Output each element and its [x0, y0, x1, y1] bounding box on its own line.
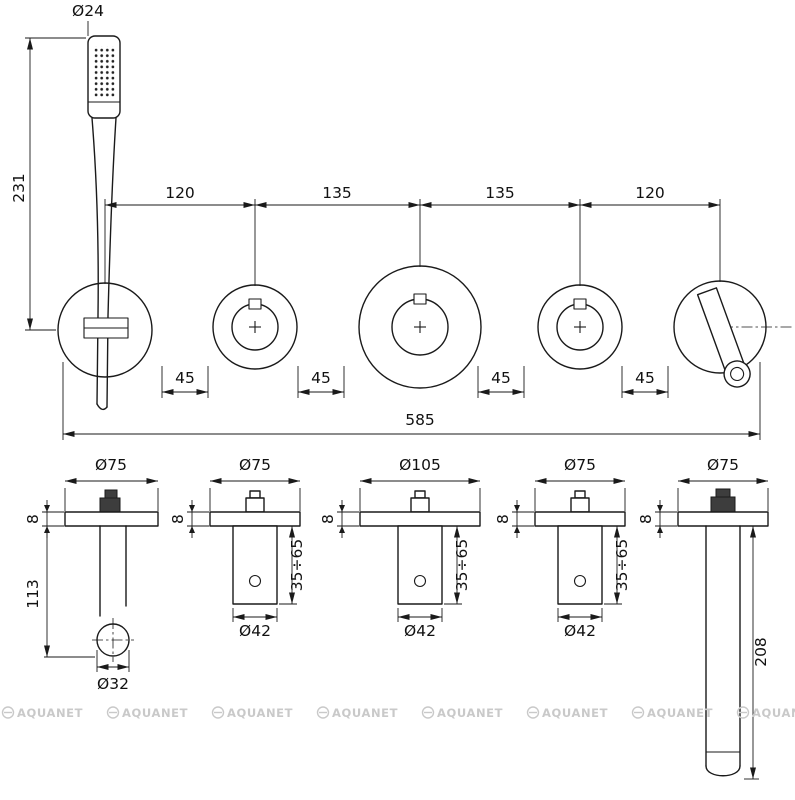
watermark-icon — [211, 706, 225, 719]
hand-shower-spray-face — [93, 46, 115, 98]
handle-stem — [414, 490, 426, 499]
watermark-icon — [106, 706, 120, 719]
dim-label-overall-width: 585 — [405, 411, 435, 429]
dim-label-handshower-height: 231 — [10, 173, 28, 203]
watermark-text: AQUANET — [332, 706, 398, 720]
side-view-valve-1: Ø75 8 35÷65 Ø42 — [169, 456, 306, 640]
side-view-valve-2: Ø75 8 35÷65 Ø42 — [494, 456, 631, 640]
dim-label-spacing-2: 135 — [322, 184, 352, 202]
dim-label-offset-1: 45 — [175, 369, 195, 387]
escutcheon-central — [358, 265, 482, 389]
watermark-text: AQUANET — [17, 706, 83, 720]
watermark: AQUANET — [211, 706, 293, 720]
escutcheon-handshower — [57, 282, 153, 378]
dim-label-body-b: Ø42 — [239, 622, 271, 640]
dim-label-handshower-diameter: Ø24 — [72, 2, 104, 20]
dim-label-body-d: Ø42 — [564, 622, 596, 640]
watermark: AQUANET — [1, 706, 83, 720]
watermark-text: AQUANET — [122, 706, 188, 720]
handle-notch — [573, 298, 587, 310]
watermark: AQUANET — [526, 706, 608, 720]
dim-label-depth-d: 35÷65 — [613, 539, 631, 591]
wall-plate-side — [534, 511, 626, 527]
dim-label-thickness-e: 8 — [637, 514, 655, 524]
escutcheon-handle-left — [212, 284, 298, 370]
dim-label-outlet-diameter: Ø32 — [97, 675, 129, 693]
dim-label-offset-2: 45 — [311, 369, 331, 387]
watermark-row: AQUANET AQUANET AQUANET AQUANET AQUANET … — [1, 706, 795, 720]
dim-label-thickness-b: 8 — [169, 514, 187, 524]
watermark-icon — [1, 706, 15, 719]
dim-handshower-height: 231 — [10, 37, 86, 331]
dim-offsets: 45 45 45 45 — [161, 366, 669, 398]
watermark-text: AQUANET — [437, 706, 503, 720]
wall-plate-side — [677, 511, 769, 527]
dim-label-plate-e: Ø75 — [707, 456, 739, 474]
escutcheon-handle-right — [537, 284, 623, 370]
side-view-valve-central: Ø105 8 35÷65 Ø42 — [319, 456, 481, 640]
diverter-knob — [715, 488, 731, 498]
side-view-spout: Ø75 8 208 — [637, 456, 770, 780]
dim-label-plate-c: Ø105 — [399, 456, 441, 474]
dim-label-plate-d: Ø75 — [564, 456, 596, 474]
watermark-icon — [736, 706, 750, 719]
dim-overall-width: 585 — [62, 362, 761, 440]
wall-plate-side — [64, 511, 159, 527]
dim-label-spout-length: 208 — [752, 637, 770, 667]
spout-front — [696, 287, 751, 388]
valve-body — [557, 525, 603, 605]
valve-body — [397, 525, 443, 605]
dim-label-thickness-d: 8 — [494, 514, 512, 524]
dim-label-depth-c: 35÷65 — [453, 539, 471, 591]
dim-label-projection: 113 — [24, 579, 42, 609]
watermark-icon — [526, 706, 540, 719]
holder-knob-side — [99, 497, 121, 513]
handle-notch — [413, 293, 427, 305]
watermark-text: AQUANET — [752, 706, 795, 720]
handle-notch — [248, 298, 262, 310]
front-view: Ø24 231 120 135 135 120 — [10, 2, 792, 440]
wall-plate-side — [359, 511, 481, 527]
handle-stem — [574, 490, 586, 499]
watermark: AQUANET — [736, 706, 795, 720]
side-view-handshower-outlet: Ø75 8 113 Ø32 — [24, 456, 159, 693]
watermark: AQUANET — [106, 706, 188, 720]
watermark-text: AQUANET — [542, 706, 608, 720]
dim-label-offset-3: 45 — [491, 369, 511, 387]
dim-label-spacing-4: 120 — [635, 184, 665, 202]
dim-label-spacing-3: 135 — [485, 184, 515, 202]
dim-label-spacing-1: 120 — [165, 184, 195, 202]
watermark-text: AQUANET — [227, 706, 293, 720]
watermark: AQUANET — [421, 706, 503, 720]
spout-body-side — [705, 525, 741, 777]
watermark: AQUANET — [631, 706, 713, 720]
wall-plate-side — [209, 511, 301, 527]
dim-label-plate-b: Ø75 — [239, 456, 271, 474]
hand-shower-handle — [91, 117, 99, 405]
watermark-text: AQUANET — [647, 706, 713, 720]
dim-spacing-chain: 120 135 135 120 — [104, 184, 721, 286]
dim-label-depth-b: 35÷65 — [288, 539, 306, 591]
dim-label-thickness-c: 8 — [319, 514, 337, 524]
dim-label-body-c: Ø42 — [404, 622, 436, 640]
watermark: AQUANET — [316, 706, 398, 720]
hand-shower — [87, 35, 121, 411]
dim-label-plate-a: Ø75 — [95, 456, 127, 474]
watermark-icon — [316, 706, 330, 719]
dim-label-thickness-a: 8 — [24, 514, 42, 524]
handle-stem — [249, 490, 261, 499]
dim-label-offset-4: 45 — [635, 369, 655, 387]
watermark-icon — [631, 706, 645, 719]
escutcheon-spout — [673, 280, 792, 388]
watermark-icon — [421, 706, 435, 719]
dim-handshower-diameter: Ø24 — [72, 2, 104, 36]
valve-body — [232, 525, 278, 605]
